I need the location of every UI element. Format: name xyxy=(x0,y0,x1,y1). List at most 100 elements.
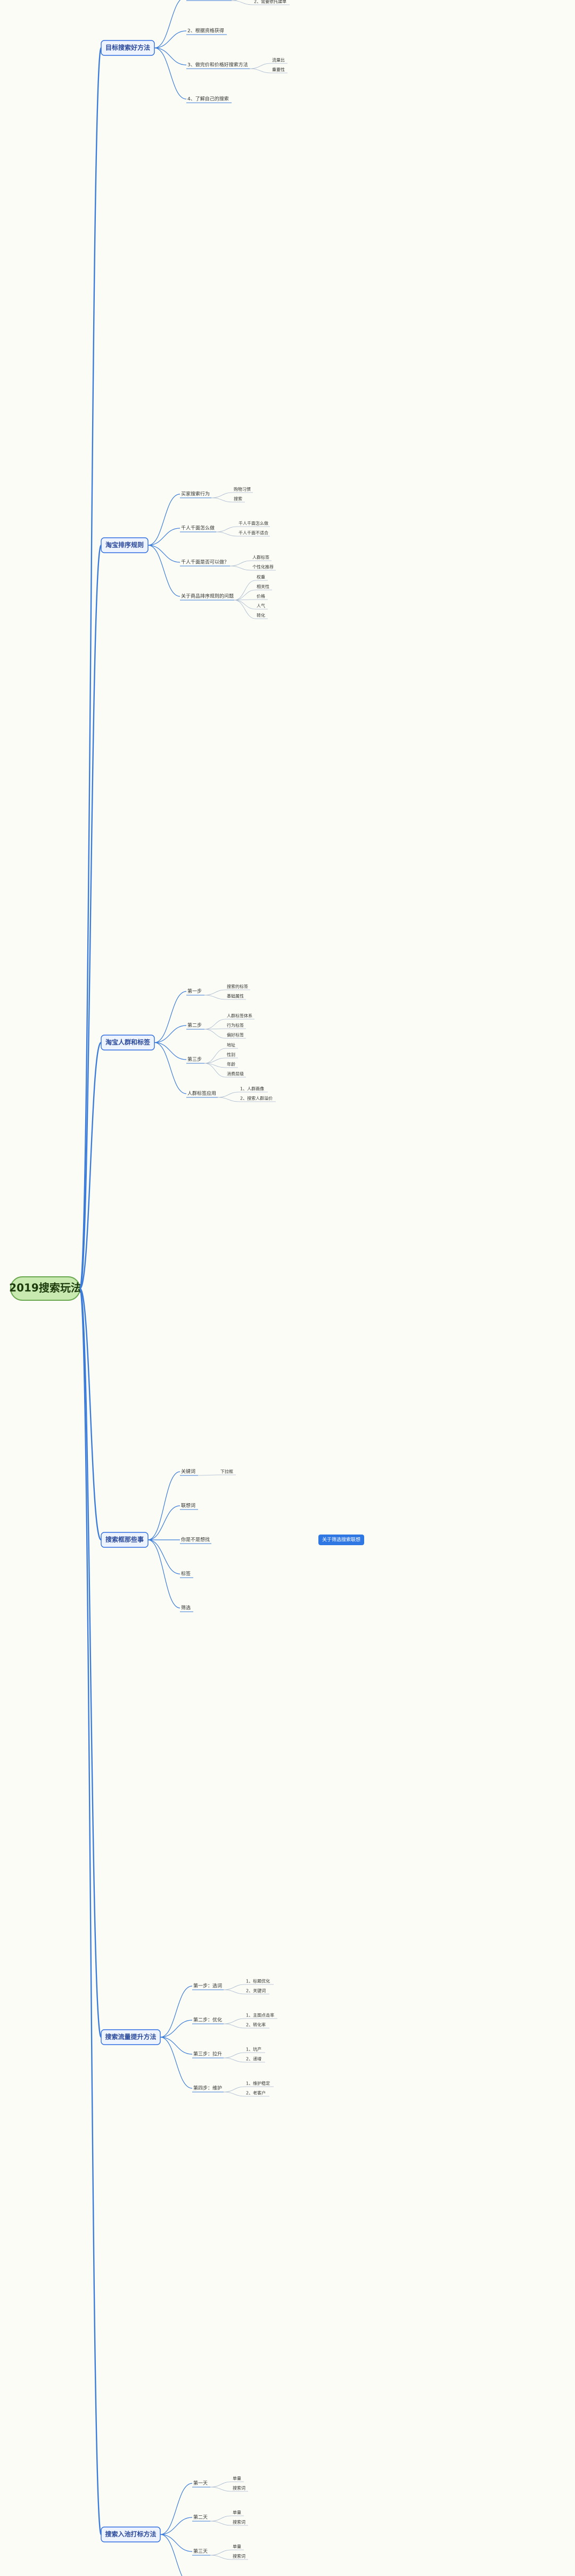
branch-connector xyxy=(79,1041,102,1290)
item-label: 第四步：维护 xyxy=(193,2085,222,2091)
item-connector xyxy=(154,47,187,100)
child-label: 1、人群画像 xyxy=(240,1086,264,1092)
item-label: 人群标签应用 xyxy=(187,1090,216,1097)
item-connector xyxy=(160,2534,183,2576)
branch-label: 淘宝排序规则 xyxy=(105,541,144,549)
item-label: 第二天 xyxy=(193,2514,208,2521)
child-label: 相关性 xyxy=(257,584,269,589)
child-connector xyxy=(223,1989,245,1995)
item-label: 买家搜索行为 xyxy=(181,491,210,497)
item-label: 第一天 xyxy=(193,2480,208,2487)
branch-connector xyxy=(79,1287,102,1541)
child-label: 流量比 xyxy=(272,58,285,63)
child-connector xyxy=(204,1029,226,1039)
item-connector xyxy=(147,1539,180,1574)
child-connector xyxy=(210,2515,232,2522)
child-label: 下拉框 xyxy=(220,1469,233,1474)
child-connector xyxy=(217,1092,240,1098)
child-connector xyxy=(210,2555,232,2560)
child-connector xyxy=(210,2487,232,2492)
child-label: 2、递增 xyxy=(246,2056,261,2062)
child-connector xyxy=(204,995,226,1000)
child-label: 1、主图点击率 xyxy=(246,2013,274,2018)
child-label: 个性化推荐 xyxy=(252,564,274,570)
child-connector xyxy=(204,1057,226,1064)
branch-label: 目标搜索好方法 xyxy=(105,44,150,52)
item-connector xyxy=(160,2020,193,2038)
child-label: 2、搜索人群溢价 xyxy=(240,1096,273,1101)
item-connector xyxy=(160,1986,193,2038)
child-connector xyxy=(210,2549,232,2556)
child-label: 搜索词 xyxy=(233,2485,245,2491)
item-label: 联想词 xyxy=(181,1503,195,1509)
child-label: 购物习惯 xyxy=(234,487,251,492)
item-label: 第三步：拉升 xyxy=(193,2051,222,2057)
child-label: 搜索的标签 xyxy=(227,984,248,989)
child-connector xyxy=(234,600,256,619)
item-label: 千人千面是否可以做？ xyxy=(181,559,229,565)
branch-label: 搜索流量提升方法 xyxy=(105,2033,156,2041)
item-label: 第一步 xyxy=(187,988,202,995)
child-label: 搜索词 xyxy=(233,2520,245,2525)
child-connector xyxy=(204,1048,226,1064)
child-label: 搜索词 xyxy=(233,2554,245,2559)
child-connector xyxy=(204,989,226,996)
child-label: 基础属性 xyxy=(227,994,244,999)
child-connector xyxy=(229,560,252,567)
item-label: 关于商品排序规则的问题 xyxy=(181,593,234,600)
child-label: 行为标签 xyxy=(227,1023,244,1028)
item-connector xyxy=(160,2517,193,2535)
child-label: 价格 xyxy=(257,594,265,599)
branch-label: 搜索框那些事 xyxy=(105,1536,144,1544)
child-connector xyxy=(231,0,253,5)
child-label: 1、标题优化 xyxy=(246,1979,270,1984)
item-connector xyxy=(154,47,187,65)
item-connector xyxy=(147,1471,180,1540)
item-label: 标签 xyxy=(181,1571,191,1577)
child-label: 转化 xyxy=(257,613,265,618)
child-label: 人群标签体系 xyxy=(227,1013,252,1019)
item-label: 2、根据资格获得 xyxy=(187,28,224,34)
item-connector xyxy=(154,0,181,48)
root-title: 2019搜索玩法 xyxy=(9,1282,81,1294)
child-label: 1、坑产 xyxy=(246,2047,261,2052)
item-label: 4、了解自己的搜索 xyxy=(187,96,229,102)
child-connector xyxy=(223,2052,245,2058)
item-label: 你是不是想找 xyxy=(181,1537,210,1543)
item-connector xyxy=(160,2483,193,2535)
child-label: 地址 xyxy=(227,1043,235,1048)
item-connector xyxy=(160,2037,193,2055)
item-connector xyxy=(154,30,187,48)
child-connector xyxy=(211,497,233,503)
child-label: 年龄 xyxy=(227,1062,235,1067)
child-connector xyxy=(249,68,272,73)
item-label: 千人千面怎么做 xyxy=(181,525,215,531)
child-label: 单量 xyxy=(233,2544,241,2549)
child-connector xyxy=(210,2481,232,2488)
item-label: 第二步：优化 xyxy=(193,2017,222,2023)
child-connector xyxy=(216,526,238,532)
child-label: 性别 xyxy=(227,1052,235,1057)
child-connector xyxy=(223,2018,245,2024)
child-label: 消费层级 xyxy=(227,1071,244,1077)
item-label: 第一步：选词 xyxy=(193,1983,222,1989)
child-label: 1、维护稳定 xyxy=(246,2081,270,2086)
child-connector xyxy=(249,63,272,69)
child-connector xyxy=(223,2086,245,2093)
child-label: 权重 xyxy=(257,575,265,580)
highlight-node[interactable] xyxy=(318,1535,364,1545)
item-label: 第三天 xyxy=(193,2548,208,2555)
child-label: 重要性 xyxy=(272,67,285,72)
child-connector xyxy=(223,2057,245,2063)
item-connector xyxy=(154,991,187,1043)
child-connector xyxy=(211,492,233,498)
child-connector xyxy=(223,2091,245,2097)
branch-connector xyxy=(79,544,102,1290)
child-label: 千人千面怎么做 xyxy=(239,521,268,526)
child-connector xyxy=(234,600,256,610)
branch-connector xyxy=(79,1287,102,2536)
child-connector xyxy=(210,2521,232,2526)
item-connector xyxy=(147,545,180,563)
child-connector xyxy=(234,589,256,601)
